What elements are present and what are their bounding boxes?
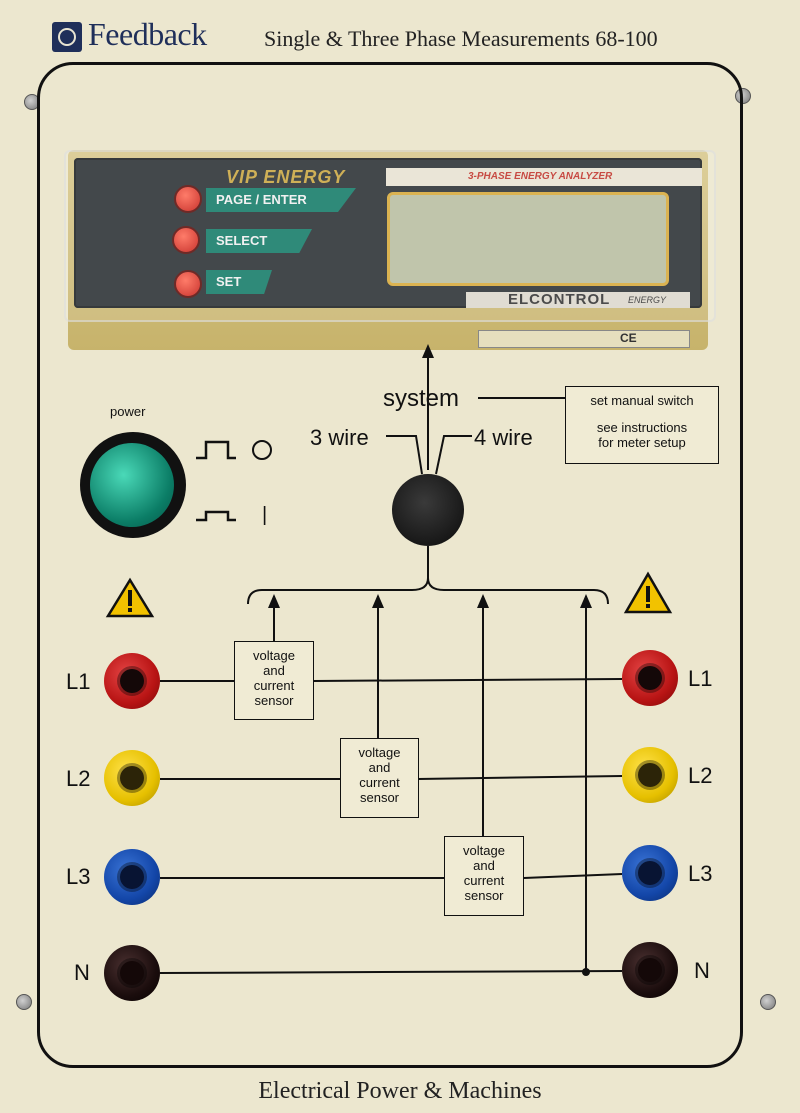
- sensor-text: sensor: [254, 693, 294, 708]
- sensor-text: current: [359, 775, 400, 790]
- power-lamp-icon: [90, 443, 174, 527]
- bus-left: [247, 577, 429, 605]
- sensor-text: voltage: [253, 648, 295, 663]
- screw-icon: [16, 994, 32, 1010]
- terminal-label-l1-left: L1: [66, 669, 91, 694]
- page-enter-button[interactable]: [174, 185, 202, 213]
- meter-brand: VIP ENERGY: [226, 167, 346, 187]
- page-enter-label: PAGE / ENTER: [206, 188, 356, 212]
- footer-title: Electrical Power & Machines: [258, 1078, 542, 1104]
- sensor-text: current: [463, 873, 505, 888]
- switch-on-symbol: [196, 510, 236, 522]
- power-label: power: [110, 404, 146, 419]
- meter-subtitle: 3-PHASE ENERGY ANALYZER: [468, 171, 613, 182]
- terminal-label-l3-left: L3: [66, 864, 91, 889]
- sensor-text: and: [368, 760, 391, 775]
- power-on-symbol: |: [262, 504, 268, 526]
- terminal-label-n-left: N: [74, 960, 90, 985]
- sensor-box-l1: voltage and current sensor: [234, 641, 314, 720]
- brand-logo: Feedback: [52, 14, 252, 58]
- sensor-box-l3: voltage and current sensor: [444, 836, 524, 916]
- setup-note-line1: set manual switch: [590, 393, 694, 408]
- warning-icon: [105, 577, 155, 618]
- socket-l2-left[interactable]: [104, 750, 160, 806]
- sensor-text: voltage: [463, 843, 505, 858]
- lcd-display: [387, 192, 669, 286]
- 4wire-leader: [435, 435, 472, 475]
- sensor-box-l2: voltage and current sensor: [340, 738, 419, 818]
- terminal-label-l1-right: L1: [688, 666, 713, 691]
- setup-note-line3: for meter setup: [598, 435, 686, 450]
- sensor-text: current: [253, 678, 295, 693]
- set-button[interactable]: [174, 270, 202, 298]
- terminal-label-l2-right: L2: [688, 763, 713, 788]
- screw-icon: [760, 994, 776, 1010]
- 3-wire-label: 3 wire: [310, 425, 369, 450]
- brand-name: Feedback: [88, 16, 207, 52]
- sensor-text: and: [473, 858, 495, 873]
- meter-subtitle-strip: [386, 168, 702, 186]
- set-label: SET: [206, 270, 272, 294]
- sensor-text: sensor: [464, 888, 504, 903]
- sensor-text: and: [263, 663, 285, 678]
- sensor-text: voltage: [358, 745, 401, 760]
- sensor-text: sensor: [359, 790, 400, 805]
- socket-l2-right[interactable]: [622, 747, 678, 803]
- socket-l1-left[interactable]: [104, 653, 160, 709]
- setup-note-box: set manual switch see instructions for m…: [565, 386, 719, 464]
- terminal-label-l2-left: L2: [66, 766, 91, 791]
- switch-off-symbol: [196, 440, 236, 460]
- terminal-label-l3-right: L3: [688, 861, 713, 886]
- feedback-logo-icon: [52, 22, 82, 52]
- system-switch-knob[interactable]: [392, 474, 464, 546]
- terminal-label-n-right: N: [694, 958, 710, 983]
- select-button[interactable]: [172, 226, 200, 254]
- bus-right: [427, 577, 609, 605]
- ce-mark: CE: [620, 331, 637, 345]
- system-label: system: [383, 385, 460, 412]
- arrow-head: [422, 344, 434, 358]
- meter-maker-strip: [466, 292, 690, 308]
- 3wire-leader: [386, 435, 423, 475]
- socket-l3-right[interactable]: [622, 845, 678, 901]
- socket-n-right[interactable]: [622, 942, 678, 998]
- setup-note-line2: see instructions: [596, 420, 688, 435]
- warning-icon: [623, 571, 673, 614]
- socket-l1-right[interactable]: [622, 650, 678, 706]
- panel-frame: [37, 62, 743, 1068]
- socket-l3-left[interactable]: [104, 849, 160, 905]
- page-title: Single & Three Phase Measurements 68-100: [264, 26, 658, 51]
- meter-maker: ELCONTROL: [508, 291, 611, 308]
- 4-wire-label: 4 wire: [474, 425, 533, 450]
- meter-plate: [478, 330, 690, 348]
- select-label: SELECT: [206, 229, 312, 253]
- meter-cover: [64, 150, 716, 322]
- socket-n-left[interactable]: [104, 945, 160, 1001]
- meter-maker-suffix: ENERGY: [628, 295, 667, 305]
